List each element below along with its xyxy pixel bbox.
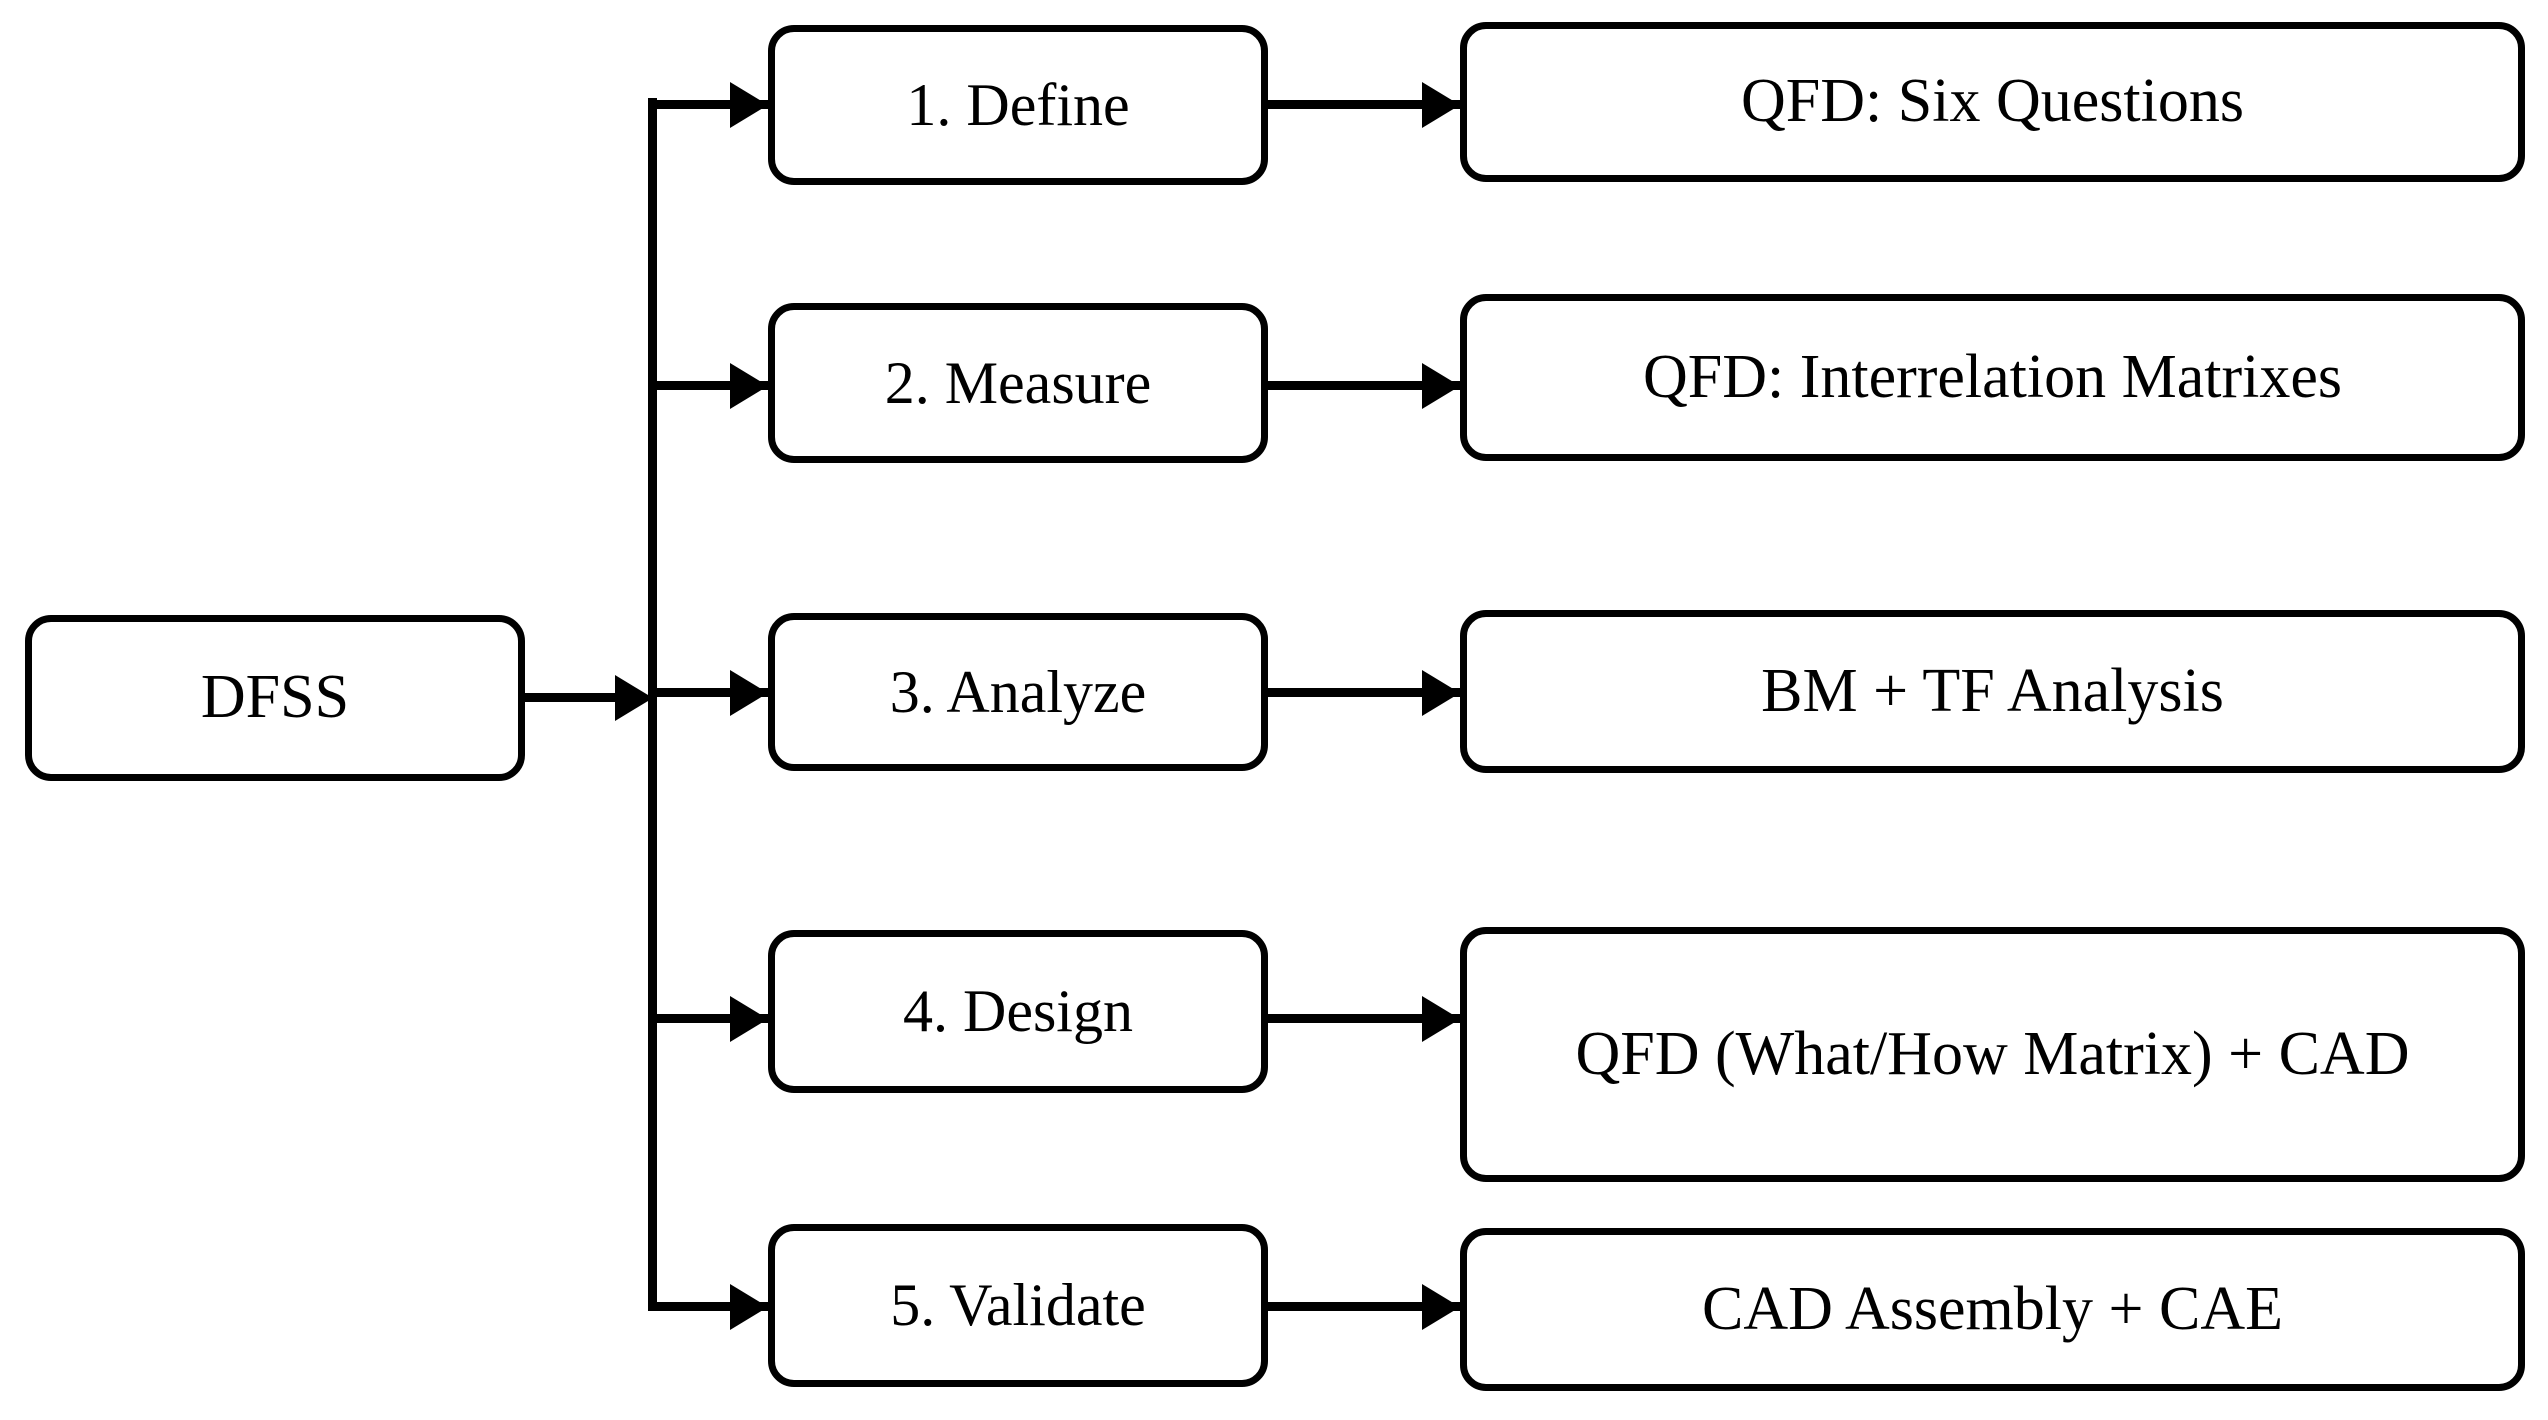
node-label: QFD (What/How Matrix) + CAD bbox=[1575, 1019, 2410, 1088]
connector-phase-5-to-tool-5-arrowhead bbox=[1422, 1284, 1460, 1330]
connector-spine-to-phase-4-line bbox=[648, 1014, 768, 1023]
connector-root-to-spine-line bbox=[525, 693, 625, 702]
node-phase-4-design[interactable]: 4. Design bbox=[768, 930, 1268, 1093]
connector-spine-vertical bbox=[648, 98, 657, 1310]
node-label: QFD: Six Questions bbox=[1741, 67, 2244, 136]
connector-phase-3-to-tool-3-line bbox=[1268, 688, 1460, 697]
connector-spine-to-phase-1-arrowhead bbox=[730, 82, 768, 128]
node-tool-4-qfd-what-how-matrix-cad[interactable]: QFD (What/How Matrix) + CAD bbox=[1460, 927, 2525, 1182]
connector-phase-5-to-tool-5-line bbox=[1268, 1302, 1460, 1311]
connector-spine-to-phase-3-arrowhead bbox=[730, 670, 768, 716]
connector-phase-4-to-tool-4-arrowhead bbox=[1422, 996, 1460, 1042]
node-label: 4. Design bbox=[903, 978, 1133, 1045]
node-phase-3-analyze[interactable]: 3. Analyze bbox=[768, 613, 1268, 771]
connector-phase-2-to-tool-2-arrowhead bbox=[1422, 363, 1460, 409]
node-tool-5-cad-assembly-cae[interactable]: CAD Assembly + CAE bbox=[1460, 1228, 2525, 1391]
node-tool-1-qfd-six-questions[interactable]: QFD: Six Questions bbox=[1460, 22, 2525, 182]
node-label: CAD Assembly + CAE bbox=[1702, 1274, 2283, 1343]
connector-spine-to-phase-1-line bbox=[648, 100, 768, 109]
connector-spine-to-phase-4-arrowhead bbox=[730, 996, 768, 1042]
node-label: 5. Validate bbox=[890, 1272, 1146, 1339]
connector-phase-3-to-tool-3-arrowhead bbox=[1422, 670, 1460, 716]
node-label: BM + TF Analysis bbox=[1761, 656, 2224, 725]
node-label: 2. Measure bbox=[884, 349, 1152, 416]
connector-spine-to-phase-3-line bbox=[648, 688, 768, 697]
node-label: QFD: Interrelation Matrixes bbox=[1642, 342, 2343, 411]
node-label: DFSS bbox=[200, 663, 350, 732]
connector-spine-to-phase-2-line bbox=[648, 381, 768, 390]
connector-spine-to-phase-2-arrowhead bbox=[730, 363, 768, 409]
node-phase-5-validate[interactable]: 5. Validate bbox=[768, 1224, 1268, 1387]
connector-spine-to-phase-5-arrowhead bbox=[730, 1284, 768, 1330]
node-label: 1. Define bbox=[906, 71, 1130, 138]
node-tool-3-bm-tf-analysis[interactable]: BM + TF Analysis bbox=[1460, 610, 2525, 773]
node-label: 3. Analyze bbox=[889, 658, 1147, 725]
connector-root-to-spine-arrowhead bbox=[615, 675, 653, 721]
connector-phase-1-to-tool-1-line bbox=[1268, 100, 1460, 109]
connector-phase-2-to-tool-2-line bbox=[1268, 381, 1460, 390]
node-phase-2-measure[interactable]: 2. Measure bbox=[768, 303, 1268, 463]
node-dfss-root[interactable]: DFSS bbox=[25, 615, 525, 781]
node-tool-2-qfd-interrelation-matrixes[interactable]: QFD: Interrelation Matrixes bbox=[1460, 294, 2525, 461]
connector-phase-1-to-tool-1-arrowhead bbox=[1422, 82, 1460, 128]
connector-spine-to-phase-5-line bbox=[648, 1302, 768, 1311]
connector-phase-4-to-tool-4-line bbox=[1268, 1014, 1460, 1023]
node-phase-1-define[interactable]: 1. Define bbox=[768, 25, 1268, 185]
